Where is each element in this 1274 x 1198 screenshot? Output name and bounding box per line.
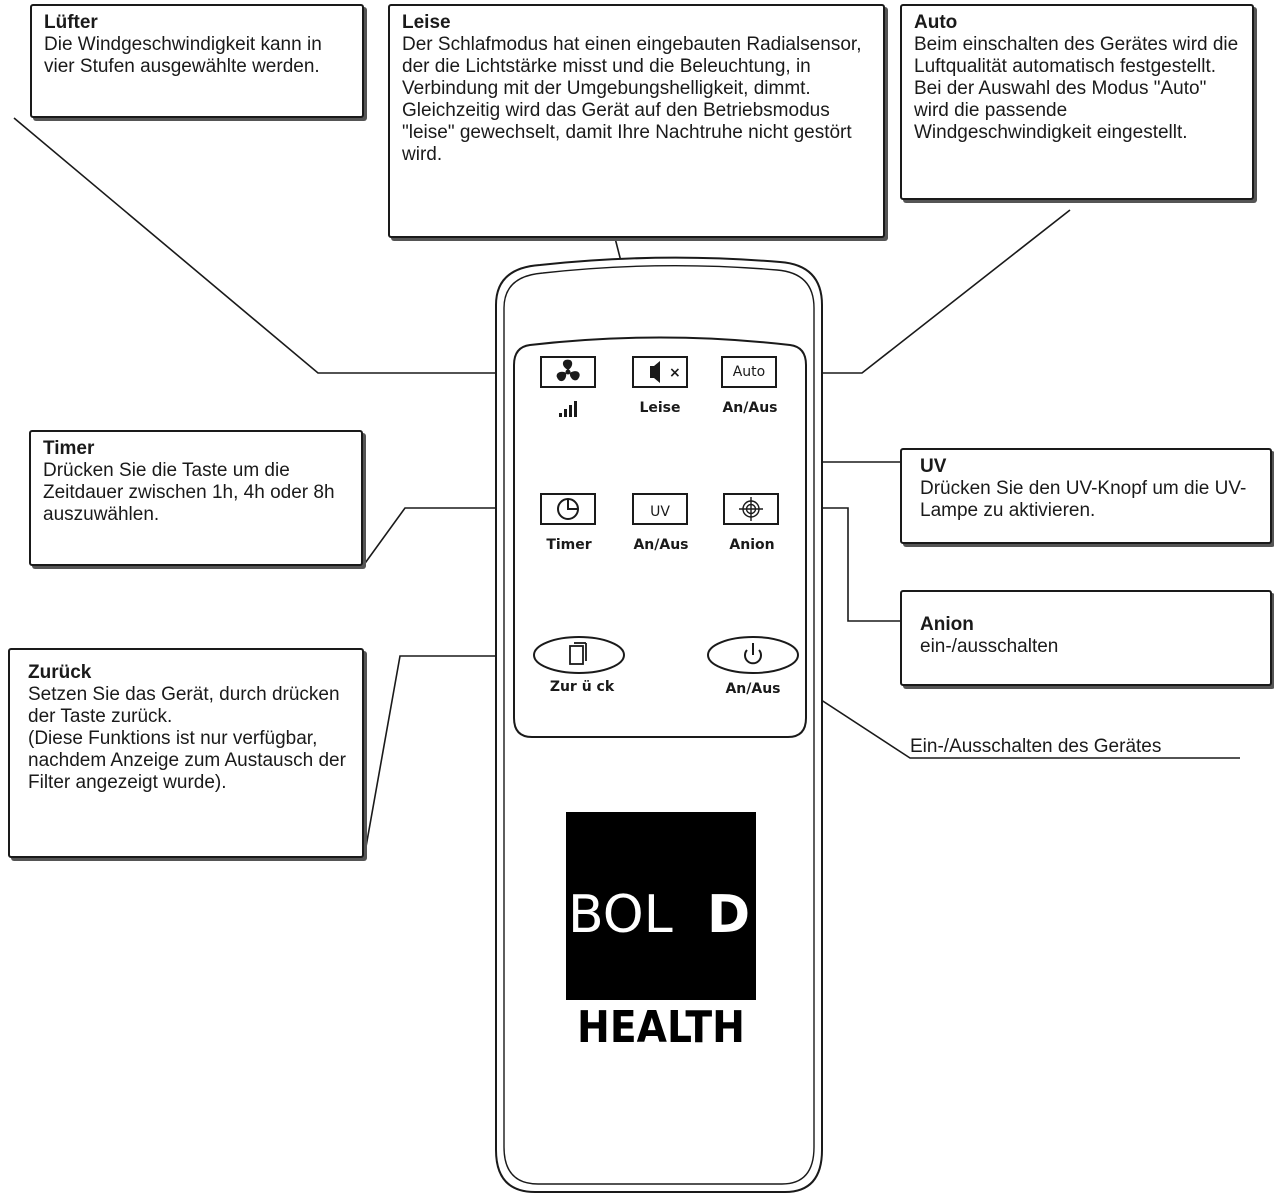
reset-button[interactable]: Zur ü ck xyxy=(533,636,625,695)
anion-label: Anion xyxy=(729,537,774,553)
callout-zurueck: Zurück Setzen Sie das Gerät, durch drück… xyxy=(8,648,364,858)
fan-icon xyxy=(556,359,580,382)
uv-label: An/Aus xyxy=(633,537,688,553)
callout-uv-text: Drücken Sie den UV-Knopf um die UV-Lampe… xyxy=(920,478,1247,521)
logo-brand-bold-text: D xyxy=(707,885,750,945)
brand-logo: BOL D HEALTH xyxy=(566,812,756,1053)
auto-label: An/Aus xyxy=(722,400,777,416)
callout-power-text: Ein-/Ausschalten des Gerätes xyxy=(910,736,1162,757)
filter-reset-icon xyxy=(569,642,587,665)
callout-timer: Timer Drücken Sie die Taste um die Zeitd… xyxy=(29,430,363,566)
reset-label: Zur ü ck xyxy=(550,679,615,695)
callout-timer-text: Drücken Sie die Taste um die Zeitdauer z… xyxy=(43,460,335,525)
auto-button[interactable]: Auto An/Aus xyxy=(721,356,778,416)
callout-anion-title: Anion xyxy=(920,614,974,635)
logo-sub-text: HEALTH xyxy=(577,1002,745,1053)
callout-leise-title: Leise xyxy=(402,12,451,33)
callout-luefter-text: Die Windgeschwindigkeit kann in vier Stu… xyxy=(44,34,322,77)
button-panel xyxy=(513,336,807,738)
callout-leise: Leise Der Schlafmodus hat einen eingebau… xyxy=(388,4,885,238)
timer-button[interactable]: Timer xyxy=(540,493,596,553)
callout-zurueck-text: Setzen Sie das Gerät, durch drücken der … xyxy=(28,684,346,793)
timer-label: Timer xyxy=(546,537,591,553)
logo-brand-text: BOL xyxy=(568,885,673,945)
fan-button[interactable] xyxy=(540,356,596,417)
anion-icon xyxy=(739,497,763,521)
power-button[interactable]: An/Aus xyxy=(707,636,799,697)
remote-body-inner xyxy=(503,264,815,1185)
callout-luefter-title: Lüfter xyxy=(44,12,98,33)
callout-zurueck-title: Zurück xyxy=(28,662,92,683)
anion-button[interactable]: Anion xyxy=(723,493,779,553)
power-label: An/Aus xyxy=(725,681,780,697)
uv-button-text: UV xyxy=(650,504,670,520)
quiet-label: Leise xyxy=(639,400,680,416)
callout-auto-title: Auto xyxy=(914,12,958,33)
callout-luefter: Lüfter Die Windgeschwindigkeit kann in v… xyxy=(30,4,364,118)
uv-button[interactable]: UV An/Aus xyxy=(632,493,689,553)
mute-speaker-icon: × xyxy=(650,361,681,383)
timer-icon xyxy=(557,498,579,520)
callout-auto-text: Beim einschalten des Gerätes wird die Lu… xyxy=(914,34,1239,143)
auto-button-text: Auto xyxy=(733,364,766,380)
callout-anion-text: ein-/ausschalten xyxy=(920,636,1059,657)
callout-uv-title: UV xyxy=(920,456,947,477)
power-icon xyxy=(744,643,762,665)
leader-luefter xyxy=(13,117,555,374)
callout-timer-title: Timer xyxy=(43,438,95,459)
svg-text:×: × xyxy=(669,365,681,381)
fan-speed-bars-icon xyxy=(559,401,577,417)
callout-anion: Anion ein-/ausschalten xyxy=(900,590,1272,686)
callout-leise-text: Der Schlafmodus hat einen eingebauten Ra… xyxy=(402,34,862,165)
quiet-button[interactable]: × Leise xyxy=(632,356,688,416)
callout-auto: Auto Beim einschalten des Gerätes wird d… xyxy=(900,4,1254,200)
callout-uv: UV Drücken Sie den UV-Knopf um die UV-La… xyxy=(900,448,1272,544)
